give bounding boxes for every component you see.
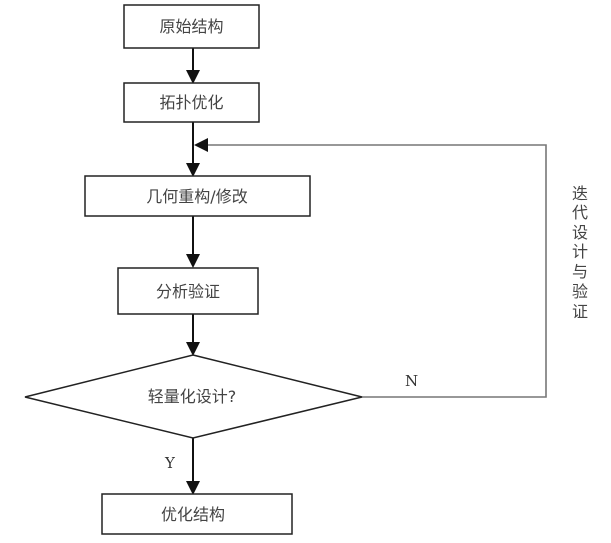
arrowhead <box>186 481 200 495</box>
node-decision <box>24 354 363 439</box>
loop-label-char: 代 <box>572 203 588 222</box>
edge-label-y: Y <box>164 454 176 472</box>
arrowhead <box>186 70 200 84</box>
arrowhead <box>186 254 200 268</box>
loop-label-char: 计 <box>572 242 588 261</box>
node-topo <box>123 82 260 123</box>
node-start <box>123 4 260 49</box>
loop-label-char: 与 <box>572 262 588 281</box>
node-rebuild <box>84 175 311 217</box>
loop-label-char: 设 <box>572 223 588 242</box>
node-verify <box>117 267 259 315</box>
node-decision-label: 轻量化设计? <box>148 387 237 406</box>
node-verify-label: 分析验证 <box>156 282 220 301</box>
node-start-label: 原始结构 <box>159 17 223 36</box>
loop-label-char: 验 <box>572 282 588 301</box>
node-topo-label: 拓扑优化 <box>159 93 223 112</box>
arrowhead <box>194 138 208 152</box>
node-end <box>101 493 293 535</box>
loop-label-char: 证 <box>572 302 588 321</box>
loop-label-char: 迭 <box>572 184 588 203</box>
node-rebuild-label: 几何重构/修改 <box>146 187 247 206</box>
arrowhead <box>186 163 200 177</box>
arrowhead <box>186 342 200 356</box>
feedback-loop-line <box>207 144 547 398</box>
edge-label-n: N <box>405 372 418 390</box>
node-end-label: 优化结构 <box>161 505 225 524</box>
